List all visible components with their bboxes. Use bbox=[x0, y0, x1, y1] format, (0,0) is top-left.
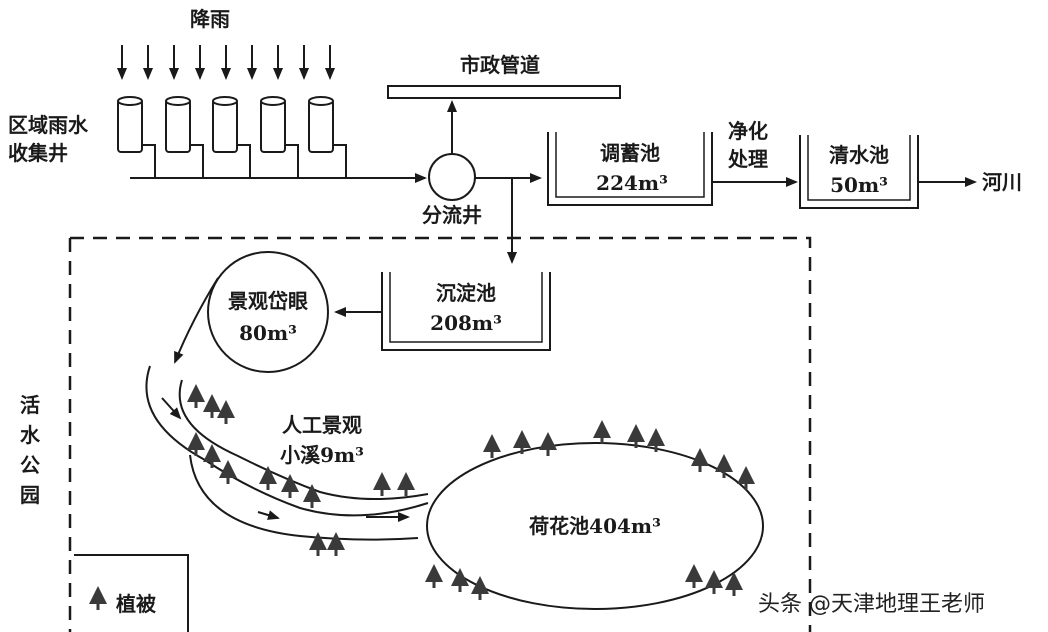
artificial-stream bbox=[145, 365, 429, 541]
lotus-pool-label: 荷花池404m³ bbox=[529, 514, 661, 538]
park-boundary bbox=[68, 236, 812, 632]
clear-pool-volume: 50m³ bbox=[830, 173, 888, 197]
park-label-2: 水 bbox=[20, 423, 41, 447]
landscape-pool bbox=[207, 251, 329, 373]
rain-label: 降雨 bbox=[190, 7, 230, 31]
sediment-pool-volume: 208m³ bbox=[430, 311, 502, 335]
well-2 bbox=[165, 96, 191, 153]
municipal-label: 市政管道 bbox=[460, 53, 540, 77]
diversion-well bbox=[428, 153, 476, 201]
clear-pool bbox=[799, 135, 919, 209]
well-pipes bbox=[142, 144, 347, 178]
collection-wells bbox=[117, 96, 334, 153]
watermark: 头条 @天津地理王老师 bbox=[758, 592, 985, 617]
legend-tree-icon bbox=[89, 586, 107, 610]
well-5 bbox=[308, 96, 334, 153]
wells-label-line1: 区域雨水 bbox=[8, 113, 89, 137]
landscape-pool-name: 景观岱眼 bbox=[228, 289, 308, 313]
clear-pool-name: 清水池 bbox=[829, 143, 889, 167]
regulating-pool bbox=[547, 132, 713, 206]
park-label-4: 园 bbox=[20, 483, 40, 507]
rain-arrows bbox=[117, 45, 335, 80]
wells-label-line2: 收集井 bbox=[8, 141, 68, 165]
well-4 bbox=[260, 96, 286, 153]
landscape-pool-volume: 80m³ bbox=[239, 321, 297, 345]
lotus-pool bbox=[426, 442, 764, 610]
regulating-pool-volume: 224m³ bbox=[596, 171, 668, 195]
park-label-3: 公 bbox=[20, 453, 40, 477]
purification-line2: 处理 bbox=[727, 147, 768, 171]
legend-label: 植被 bbox=[116, 592, 157, 616]
river-label: 河川 bbox=[982, 170, 1022, 194]
well-1 bbox=[117, 96, 143, 153]
legend-box bbox=[74, 554, 189, 632]
municipal-pipe bbox=[387, 85, 621, 99]
landscape-outflow-arrow bbox=[174, 277, 219, 364]
well-3 bbox=[212, 96, 238, 153]
park-label-1: 活 bbox=[20, 393, 40, 417]
purification-line1: 净化 bbox=[728, 119, 768, 143]
regulating-pool-name: 调蓄池 bbox=[600, 141, 660, 165]
stream-label-line1: 人工景观 bbox=[282, 413, 362, 437]
stream-label-line2: 小溪9m³ bbox=[280, 443, 364, 467]
stream-arrows bbox=[161, 397, 410, 522]
diversion-label: 分流井 bbox=[422, 203, 482, 227]
sediment-pool-name: 沉淀池 bbox=[436, 281, 496, 305]
